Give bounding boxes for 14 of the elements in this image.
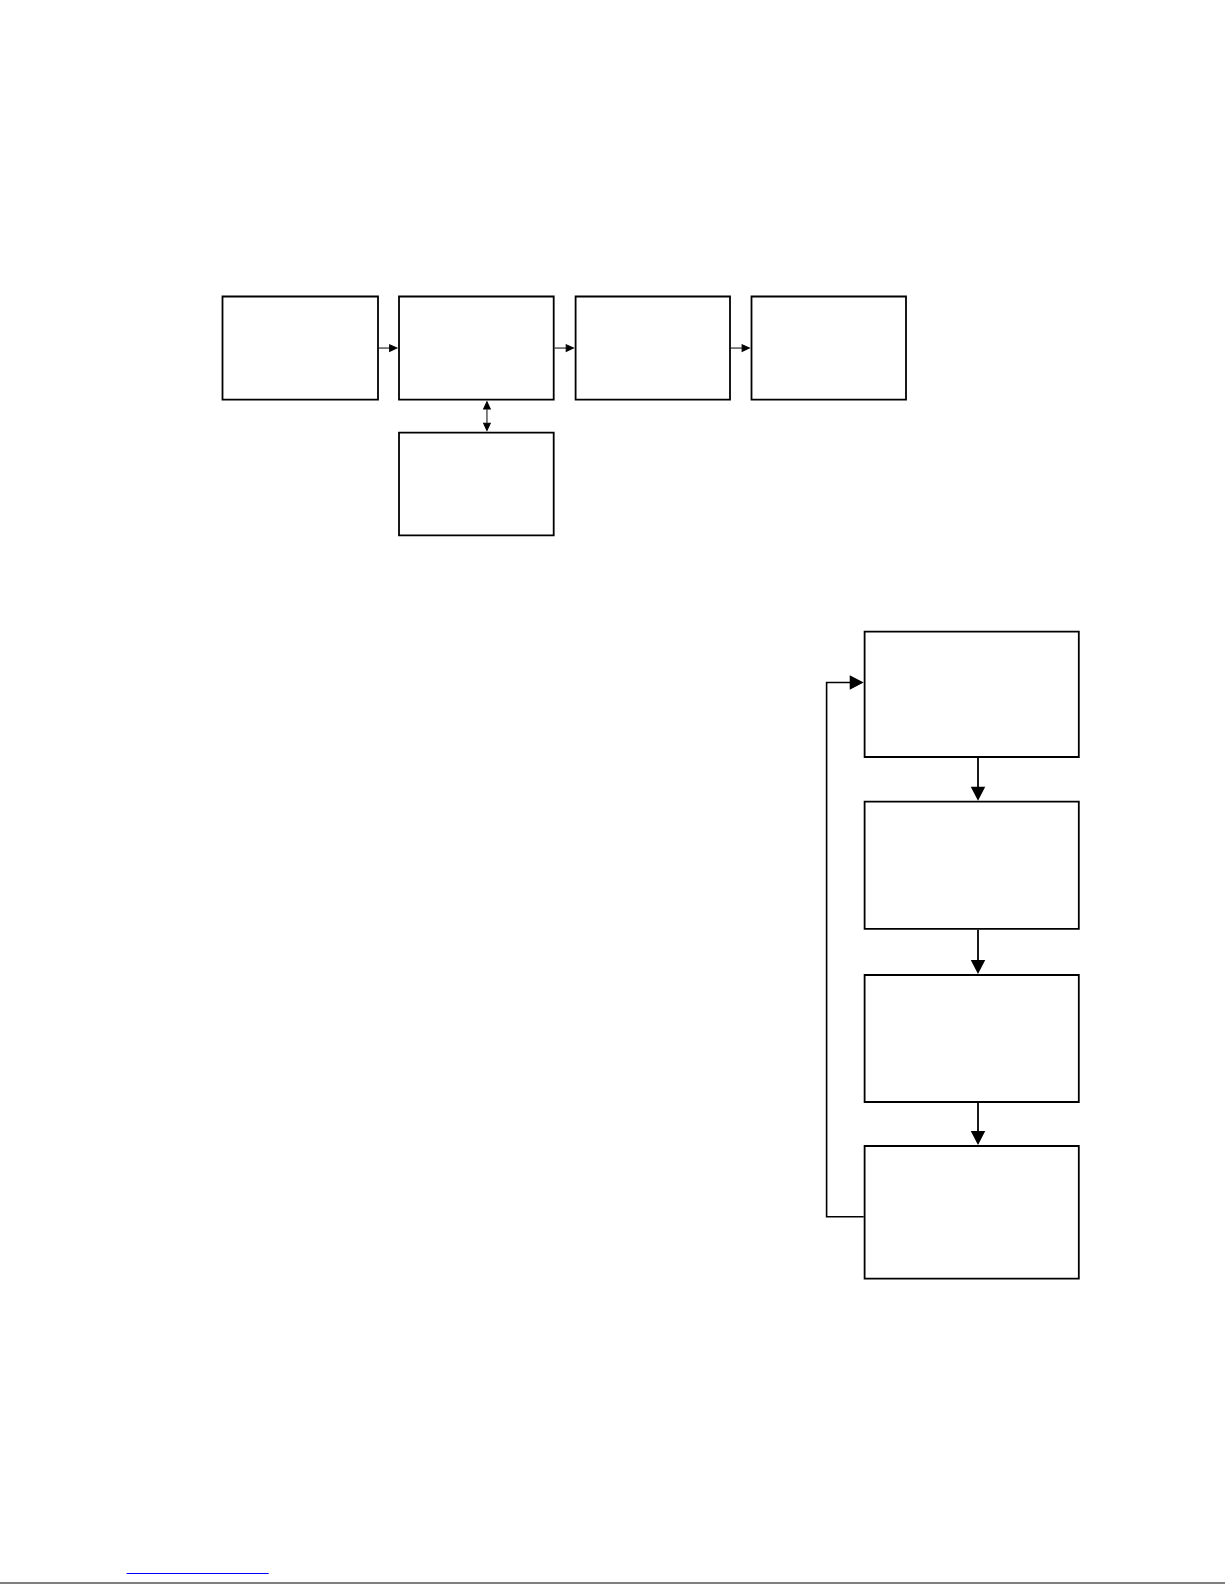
arrow <box>378 344 398 352</box>
process-box <box>863 800 1080 930</box>
process-box <box>398 295 555 401</box>
process-box <box>863 630 1080 758</box>
process-box <box>574 295 731 401</box>
process-box <box>863 1145 1080 1280</box>
process-box <box>221 295 379 401</box>
double-headed-arrow <box>483 401 491 432</box>
process-box <box>863 974 1080 1103</box>
feedback-arrow <box>825 675 865 1218</box>
process-box <box>398 431 555 537</box>
process-box <box>750 295 907 401</box>
arrow <box>730 344 750 352</box>
arrow <box>554 344 574 352</box>
